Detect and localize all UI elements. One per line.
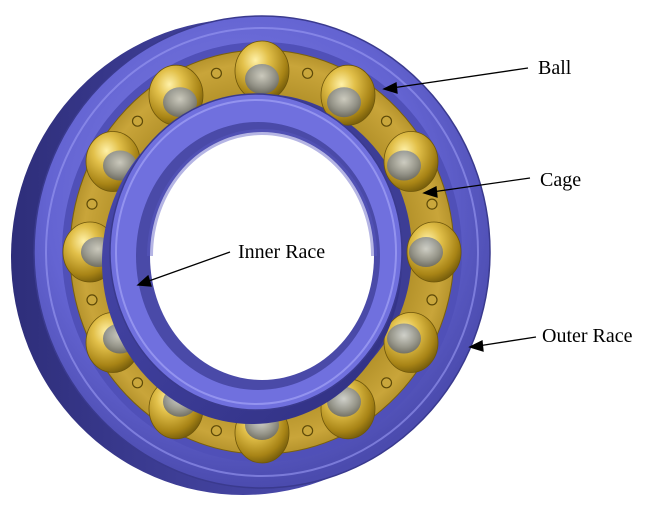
inner-race-label: Inner Race [238,241,325,263]
cage-rivet [426,198,438,210]
leader-lines [136,67,537,352]
cage-rivet [131,115,144,127]
cage-rivet [131,377,144,389]
cage-rivet [380,377,393,389]
ball-cap [409,237,443,267]
cage-leader [431,177,531,193]
outer-race-arrowhead [468,339,484,352]
ball-cap [245,64,279,94]
ball-arrowhead [382,81,398,94]
cage-rivet [426,294,438,306]
inner-race-leader [145,251,231,283]
inner-race-bore [150,132,374,380]
ball-cap [387,323,421,354]
outer-race-label: Outer Race [542,325,633,347]
ball-cap [327,87,361,118]
outer-race-leader [477,336,537,347]
cage-rivet [210,67,222,79]
cage-rivet [210,425,222,437]
outer-race-rim [45,27,479,477]
ball-leader [391,67,529,89]
cage-rivet [86,294,98,306]
ball-cap [163,87,197,118]
inner-race-arrowhead [136,274,152,287]
inner-race-highlight [115,99,397,405]
cage-rivet [302,425,314,437]
cage-rivets [86,67,438,437]
ball-label: Ball [538,57,572,79]
cage-label: Cage [540,169,581,191]
cage-arrowhead [422,185,438,198]
inner-race-bore-rim [147,129,377,257]
ball-cap [387,150,421,181]
cage-rivet [302,67,314,79]
cage-rivet [380,115,393,127]
cage-rivet [86,198,98,210]
